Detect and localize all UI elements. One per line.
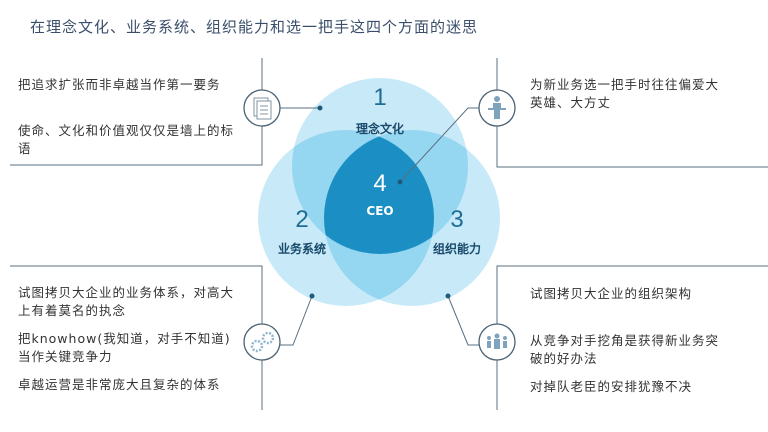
divider-top-right [496,58,768,168]
bottom-left-item-1: 试图拷贝大企业的业务体系，对高大上有着莫名的执念 [18,285,235,318]
circle-number-3: 3 [450,206,464,233]
circle-label-culture: 理念文化 [355,122,404,136]
divider-bottom-left [10,265,263,410]
circle-number-1: 1 [373,84,387,111]
gears-icon [243,323,281,361]
connector-ceo [399,107,479,183]
bottom-right-item-3: 对掉队老臣的安排犹豫不决 [530,379,693,394]
page-title: 在理念文化、业务系统、组织能力和选一把手这四个方面的迷思 [30,18,479,36]
ceo-center [324,130,434,254]
connector-organization [447,295,479,346]
bottom-left-item-2: 把knowhow(我知道，对手不知道)当作关键竞争力 [18,331,231,364]
bottom-right-item-1: 试图拷贝大企业的组织架构 [530,286,693,301]
divider-bottom-right [496,265,768,410]
connector-business [280,295,313,346]
bottom-right-item-2: 从竞争对手挖角是获得新业务突破的好办法 [530,333,720,366]
circle-label-business: 业务系统 [277,242,326,256]
circle-label-organization: 组织能力 [432,242,481,256]
bottom-left-item-3: 卓越运营是非常庞大且复杂的体系 [18,377,221,392]
circle-number-2: 2 [295,206,309,233]
circle-number-4: 4 [373,170,387,197]
top-left-item-1: 把追求扩张而非卓越当作第一要务 [18,77,221,92]
top-left-item-2: 使命、文化和价值观仅仅是墙上的标语 [18,123,235,156]
circle-label-ceo: CEO [366,204,394,218]
top-right-item-1: 为新业务选一把手时往往偏爱大英雄、大方丈 [530,77,720,110]
